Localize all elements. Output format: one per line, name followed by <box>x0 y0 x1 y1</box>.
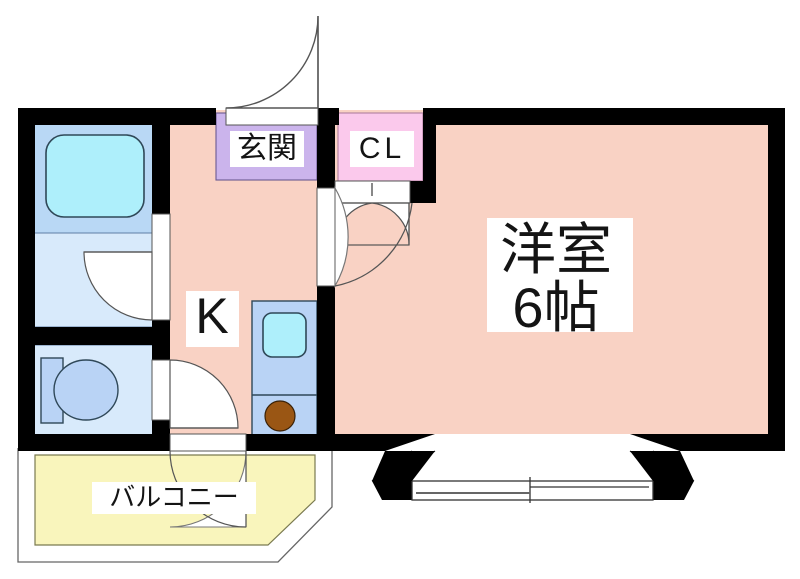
wall-wetroom-right <box>152 108 170 214</box>
mainroom-door-arc <box>334 202 413 287</box>
room-labels: 洋室 6帖 玄関 CL K バルコニー <box>92 131 633 514</box>
kitchen-label-bg <box>186 291 239 347</box>
bay-window-wall-right <box>630 451 694 481</box>
wall-right-outer <box>768 108 785 448</box>
closet-label-bg <box>350 131 414 167</box>
mainroom-door-swing <box>334 185 349 289</box>
balcony-label-bg <box>92 482 256 514</box>
wall-left-outer <box>18 108 35 448</box>
bathroom-door-swing <box>83 251 153 321</box>
entrance-label: 玄関 <box>237 132 297 165</box>
main-room-label-bg <box>487 218 633 332</box>
bay-window-corner-left <box>372 481 412 500</box>
toilet-door-swing <box>169 359 239 429</box>
fixtures <box>40 134 318 437</box>
walls <box>18 108 785 451</box>
kitchen-sink-icon <box>262 312 307 358</box>
balcony-outline <box>17 448 333 563</box>
bathtub-icon <box>45 134 145 218</box>
main-room-label-line2: 6帖 <box>512 276 599 339</box>
balcony-label: バルコニー <box>109 482 238 512</box>
closet-label: CL <box>359 132 405 165</box>
wall-bottom-left <box>18 434 170 451</box>
wall-hall-mainroom-upper <box>317 108 335 188</box>
kitchen-label: K <box>195 288 228 344</box>
wall-bottom-right <box>630 434 785 451</box>
wall-closet-right <box>423 108 436 203</box>
mainroom-door-opening <box>316 187 336 287</box>
balcony-door-opening <box>169 433 247 452</box>
wall-wetroom-right-3 <box>152 420 170 451</box>
toilet-bowl-icon <box>53 359 119 421</box>
bay-window-body <box>385 434 680 451</box>
wall-hall-mainroom-lower <box>317 286 335 451</box>
stove-burner-icon <box>264 400 296 432</box>
wall-top-left <box>18 108 216 125</box>
wall-top-right <box>423 108 785 125</box>
entrance-label-bg <box>230 131 304 167</box>
entrance-door-opening <box>225 107 319 126</box>
bay-window-glass <box>411 480 654 501</box>
wall-bottom-kitchen <box>245 434 335 451</box>
toilet-door-opening <box>151 359 171 421</box>
entrance-door-swing <box>225 15 319 109</box>
bathroom-door-opening <box>151 213 171 321</box>
bay-window-icon <box>371 434 695 503</box>
bay-window-corner-right <box>653 481 694 500</box>
wall-bath-toilet <box>18 327 170 345</box>
main-room-label-line1: 洋室 <box>500 218 612 281</box>
bay-window-wall-left <box>372 451 435 481</box>
